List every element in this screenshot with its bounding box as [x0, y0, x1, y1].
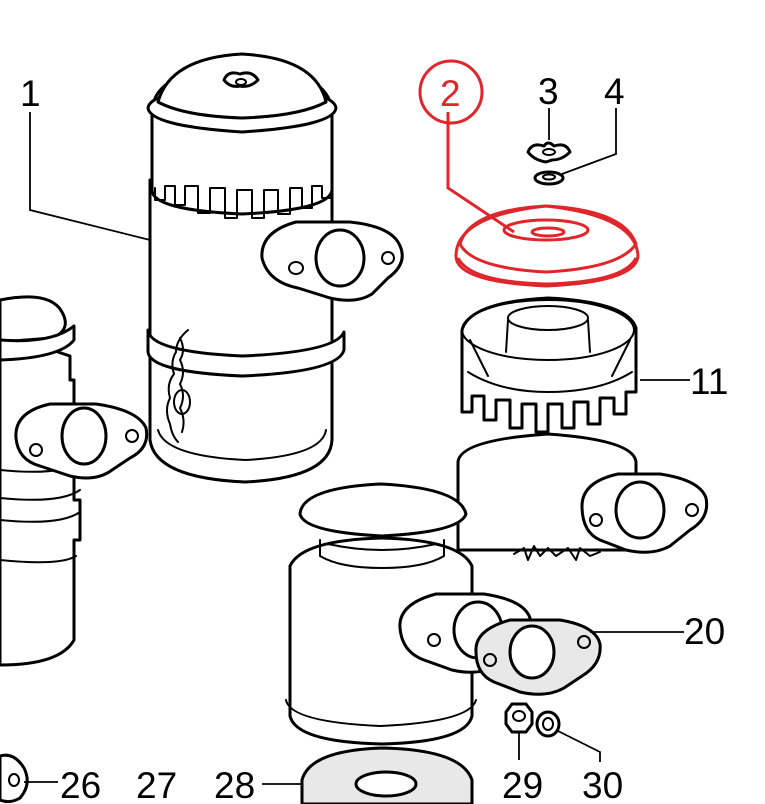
callout-4: 4 — [604, 71, 625, 112]
part-29-nut[interactable] — [504, 702, 534, 734]
part-11-filter-element[interactable] — [460, 296, 638, 434]
callout-26: 26 — [60, 765, 101, 804]
left-partial-filter-canister — [0, 295, 149, 667]
leader-lines — [24, 108, 690, 785]
callout-11: 11 — [690, 361, 728, 402]
callout-29: 29 — [502, 765, 543, 804]
callout-27: 27 — [136, 765, 177, 804]
part-1-air-filter-canister[interactable] — [146, 52, 404, 484]
filter-housing-right — [456, 432, 709, 561]
callout-1: 1 — [20, 73, 41, 114]
callout-2-highlight-circle — [418, 59, 484, 125]
part-20-gasket[interactable] — [474, 618, 602, 696]
part-30-washer[interactable] — [535, 710, 561, 738]
callout-3: 3 — [538, 71, 559, 112]
callout-20: 20 — [684, 611, 725, 652]
part-28-ring-element[interactable] — [300, 746, 474, 804]
lower-filter-canister — [285, 482, 533, 746]
callout-28: 28 — [214, 765, 255, 804]
callout-2: 2 — [440, 73, 461, 114]
part-26-fitting[interactable] — [0, 753, 29, 804]
part-2-filter-lid[interactable] — [454, 204, 640, 288]
part-4-washer[interactable] — [533, 170, 565, 186]
part-3-wing-nut[interactable] — [526, 141, 572, 164]
callout-30: 30 — [582, 765, 623, 804]
